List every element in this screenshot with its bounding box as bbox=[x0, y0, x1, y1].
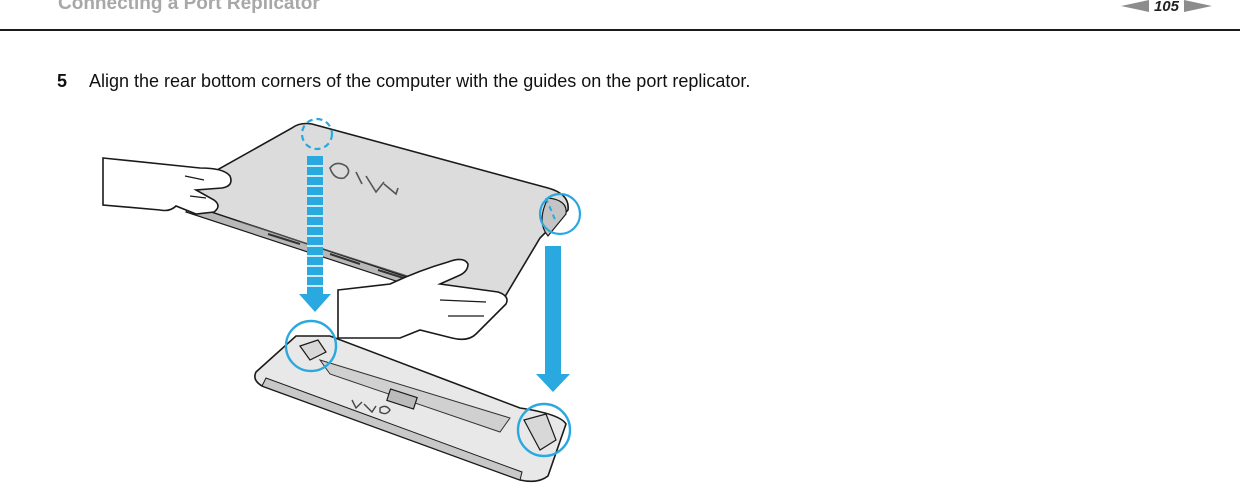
guide-circle-left-replicator bbox=[284, 319, 338, 373]
previous-page-icon[interactable] bbox=[1119, 0, 1149, 13]
page-header: Connecting a Port Replicator 105 bbox=[0, 0, 1240, 31]
alignment-arrows bbox=[299, 156, 570, 392]
laptop-computer bbox=[184, 122, 569, 313]
docking-illustration bbox=[102, 117, 582, 483]
guide-circle-top-laptop bbox=[300, 117, 334, 151]
next-page-icon[interactable] bbox=[1184, 0, 1214, 13]
instruction-step: 5 Align the rear bottom corners of the co… bbox=[57, 71, 750, 92]
right-hand bbox=[337, 258, 508, 341]
section-title: Connecting a Port Replicator bbox=[58, 0, 320, 14]
step-number: 5 bbox=[57, 71, 68, 91]
guide-circles bbox=[284, 117, 582, 458]
guide-circle-right-laptop bbox=[538, 192, 582, 236]
left-down-arrow bbox=[299, 156, 331, 312]
vaio-logo bbox=[351, 399, 391, 415]
step-text: Align the rear bottom corners of the com… bbox=[89, 71, 751, 91]
right-down-arrow bbox=[536, 246, 570, 392]
page-navigator: 105 bbox=[1119, 0, 1214, 16]
vaio-logo bbox=[329, 162, 399, 196]
port-replicator bbox=[254, 335, 567, 483]
left-hand bbox=[102, 157, 232, 215]
header-divider bbox=[0, 29, 1240, 31]
guide-circle-right-replicator bbox=[516, 402, 572, 458]
page-number: 105 bbox=[1153, 0, 1179, 15]
